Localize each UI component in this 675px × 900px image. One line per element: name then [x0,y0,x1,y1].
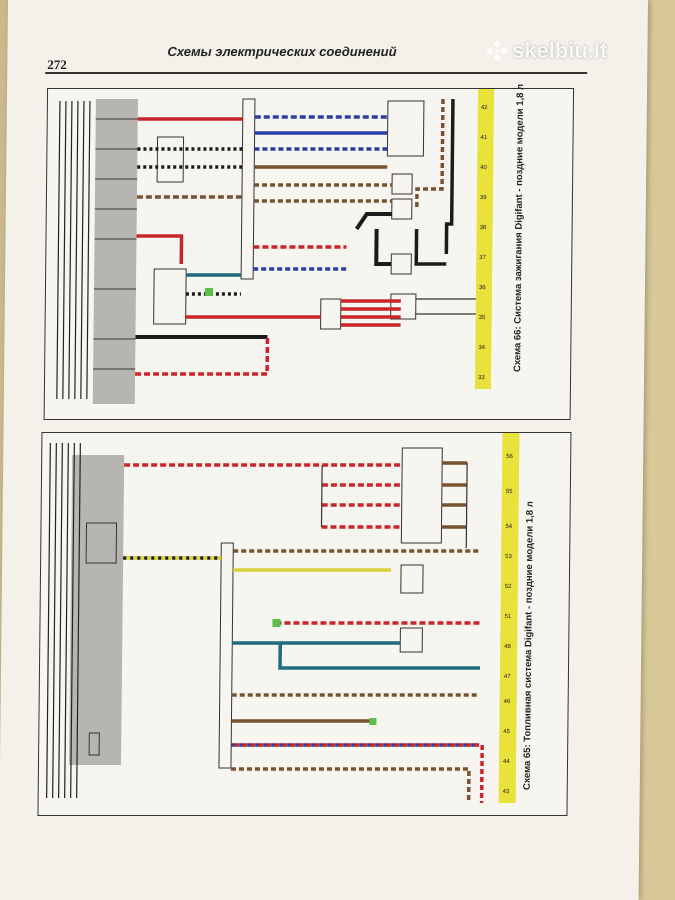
svg-text:38: 38 [480,225,487,231]
component-box [153,268,187,325]
watermark: skelbiu.lt [486,38,607,64]
pump-relay-box [400,564,424,594]
relay-box [85,522,118,564]
column-index-bar [498,433,520,803]
svg-text:47: 47 [504,674,511,680]
ecu-connector [218,542,234,769]
fuse-panel-band [68,455,125,765]
svg-text:35: 35 [479,315,486,321]
svg-text:44: 44 [503,759,510,765]
wiring-diagram-fuel: 56 55 54 53 52 51 48 47 46 45 44 43 [37,432,572,816]
ground-marker [204,288,213,296]
header-rule [45,72,588,74]
svg-text:43: 43 [503,789,510,795]
page-number: 272 [47,57,67,72]
switch-box [320,298,342,330]
injector-box [400,447,443,544]
svg-text:42: 42 [481,105,488,111]
manual-page: 272 Схемы электрических соединений [0,0,648,900]
fuse-symbol [88,732,100,756]
ecu-connector [240,98,256,280]
svg-text:45: 45 [503,729,510,735]
sensor-box [386,100,425,157]
flower-dots-icon [486,40,508,62]
pressure-sensor-box [399,627,423,653]
page-title: Схемы электрических соединений [167,44,397,59]
svg-text:36: 36 [479,285,486,291]
svg-text:56: 56 [506,454,513,460]
svg-text:33: 33 [478,375,485,381]
svg-text:41: 41 [481,135,488,141]
svg-text:51: 51 [505,614,512,620]
svg-text:40: 40 [480,165,487,171]
fuel-schematic: 56 55 54 53 52 51 48 47 46 45 44 43 [46,433,520,803]
bus-lines [56,101,91,399]
svg-text:53: 53 [505,554,512,560]
svg-text:54: 54 [505,524,512,530]
svg-text:48: 48 [504,644,511,650]
svg-text:55: 55 [506,489,513,495]
svg-text:37: 37 [479,255,486,261]
svg-text:34: 34 [478,345,485,351]
svg-text:46: 46 [504,699,511,705]
column-index-bar [474,89,495,389]
svg-text:52: 52 [505,584,512,590]
component-box [156,136,185,183]
bus-lines [46,443,81,798]
svg-text:39: 39 [480,195,487,201]
wiring-diagram-ignition: 42 41 40 39 38 37 36 35 34 33 [43,88,575,420]
ground-marker [272,619,281,627]
ground-marker [369,718,377,725]
ignition-schematic: 42 41 40 39 38 37 36 35 34 33 [56,89,495,404]
watermark-text: skelbiu.lt [512,38,608,63]
fuse-panel-band [92,99,138,404]
